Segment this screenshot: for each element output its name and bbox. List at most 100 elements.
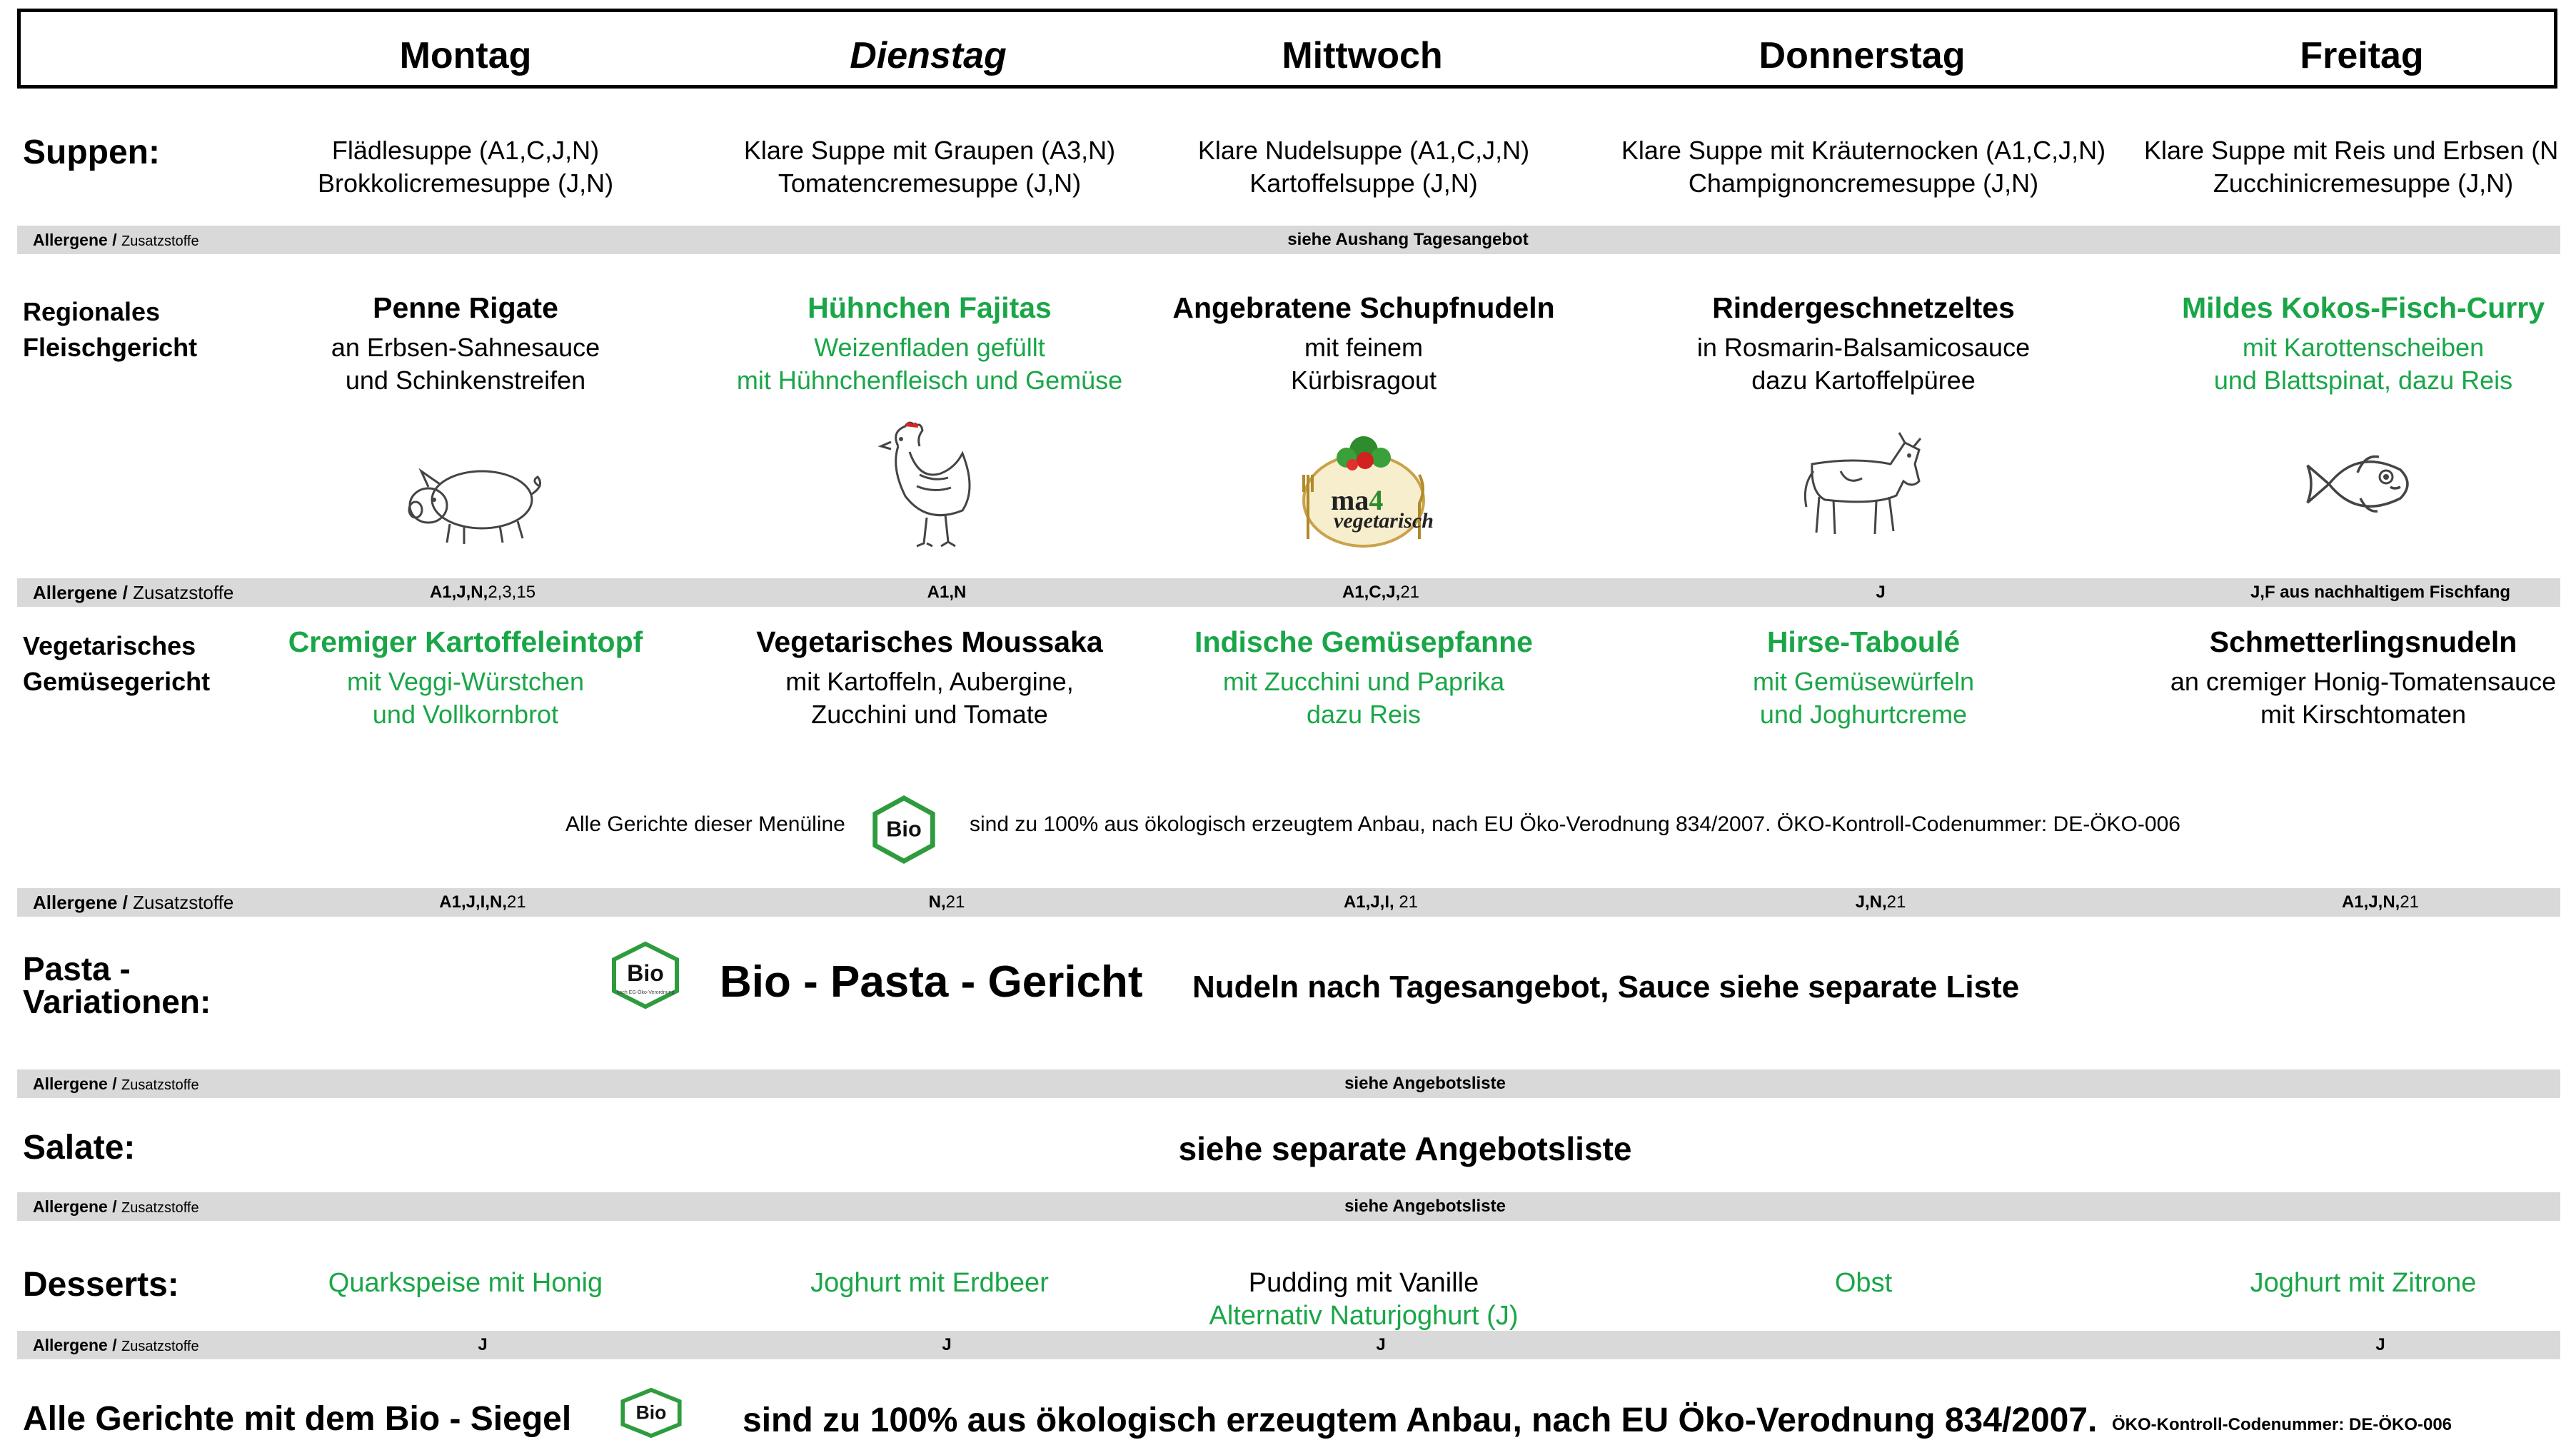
meal-line-1: in Rosmarin-Balsamicosauce [1696,333,2031,362]
meal-line-1: an Erbsen-Sahnesauce [331,333,600,362]
allergen-cell-wednesday: A1,J,I, 21 [1343,892,1419,912]
cow-icon [1803,432,1922,535]
meal-line-2: und Blattspinat, dazu Reis [2213,366,2513,395]
allergen-cell-monday: A1,J,N,2,3,15 [429,583,536,602]
meal-line-2: und Joghurtcreme [1759,700,1968,729]
chicken-icon [877,421,971,548]
vegetarian-logo-digit: 4 [1369,484,1384,516]
dessert-line-2: Alternativ Naturjoghurt (J) [1209,1301,1519,1331]
section-label-meat: Regionales Fleischgericht [23,297,198,362]
meal-line-2: Kürbisragout [1290,366,1437,395]
allergen-bar-label: Allergene / Zusatzstoffe [33,1197,199,1216]
dessert-thursday: Obst [1834,1268,1893,1298]
soup-line-2: Tomatencremesuppe (J,N) [778,168,1082,198]
meal-title: Penne Rigate [373,291,558,324]
meal-title: Schmetterlingsnudeln [2209,625,2517,658]
meal-line-1: mit Gemüsewürfeln [1752,667,1975,696]
bio-seal-text: Bio [627,960,664,986]
bio-seal-text: Bio [636,1402,667,1424]
bio-seal-icon: Bio [620,1388,682,1438]
meal-line-2: dazu Reis [1306,700,1422,729]
meal-line-1: mit Zucchini und Paprika [1222,667,1505,696]
allergen-bar-label: Allergene / Zusatzstoffe [33,582,234,603]
section-label-pasta: Pasta - Variationen: [23,950,211,1020]
meal-line-1: mit Veggi-Würstchen [346,667,585,696]
allergen-bar-pasta: Allergene / Zusatzstoffe siehe Angebotsl… [17,1069,2560,1098]
allergen-bar-desserts: Allergene / Zusatzstoffe J J J J [17,1331,2560,1359]
soup-line-2: Brokkolicremesuppe (J,N) [317,168,614,198]
soup-line-2: Kartoffelsuppe (J,N) [1249,168,1478,198]
pasta-subtitle: Nudeln nach Tagesangebot, Sauce siehe se… [1192,970,2020,1005]
meal-line-1: Weizenfladen gefüllt [814,333,1045,362]
section-label-soups: Suppen: [23,134,160,171]
vegetarian-logo-top: ma [1331,484,1369,516]
bio-seal-subtext: nach EG-Öko-Verordnung [617,990,675,995]
allergen-bar-soups: Allergene / Zusatzstoffe siehe Aushang T… [17,226,2560,254]
fish-icon [2306,455,2409,513]
vegetarian-logo-bottom: vegetarisch [1334,509,1434,533]
allergen-note: siehe Angebotsliste [1344,1074,1506,1093]
soup-line-1: Klare Suppe mit Kräuternocken (A1,C,J,N) [1621,136,2106,165]
allergen-bar-label: Allergene / Zusatzstoffe [33,1074,199,1093]
allergen-cell-friday: A1,J,N,21 [2341,892,2420,912]
allergen-bar-vegetarian: Allergene / Zusatzstoffe A1,J,I,N,21 N,2… [17,888,2560,917]
soup-line-1: Flädlesuppe (A1,C,J,N) [331,136,600,165]
meal-line-2: und Schinkenstreifen [345,366,586,395]
day-monday: Montag [399,35,532,76]
soup-line-2: Champignoncremesuppe (J,N) [1688,168,2039,198]
salads-text: siehe separate Angebotsliste [1178,1130,1632,1167]
vegetarian-logo-icon: ma4 vegetarisch [1294,432,1434,550]
bio-note-left: Alle Gerichte dieser Menüline [565,812,845,836]
meal-line-2: Zucchini und Tomate [811,700,1048,729]
allergen-cell-friday: J,F aus nachhaltigem Fischfang [2250,583,2511,602]
meal-title: Vegetarisches Moussaka [756,625,1103,658]
allergen-cell-thursday: J,N,21 [1855,892,1906,912]
footer-middle: sind zu 100% aus ökologisch erzeugtem An… [743,1401,2098,1439]
bio-seal-icon: Bio nach EG-Öko-Verordnung [612,941,679,1009]
pasta-title: Bio - Pasta - Gericht [720,957,1143,1007]
dessert-monday: Quarkspeise mit Honig [328,1268,603,1298]
allergen-bar-label: Allergene / Zusatzstoffe [33,231,199,249]
bio-seal-icon: Bio [872,795,935,864]
allergen-cell-wednesday: J [1376,1335,1386,1354]
meal-title: Rindergeschnetzeltes [1712,291,2015,324]
day-friday: Freitag [2300,35,2424,76]
meal-line-2: dazu Kartoffelpüree [1751,366,1976,395]
allergen-bar-meat: Allergene / Zusatzstoffe A1,J,N,2,3,15 A… [17,578,2560,607]
dessert-line-1: Pudding mit Vanille [1248,1268,1479,1298]
allergen-note: siehe Angebotsliste [1344,1197,1506,1216]
meal-title: Hirse-Taboulé [1766,625,1961,658]
allergen-cell-tuesday: A1,N [927,583,967,602]
meal-line-1: mit Kartoffeln, Aubergine, [785,667,1074,696]
soup-line-1: Klare Suppe mit Reis und Erbsen (N [2144,136,2559,165]
allergen-bar-label: Allergene / Zusatzstoffe [33,892,234,913]
section-label-desserts: Desserts: [23,1266,179,1304]
section-label-salads: Salate: [23,1129,136,1167]
soup-line-2: Zucchinicremesuppe (J,N) [2213,168,2514,198]
bio-note-right: sind zu 100% aus ökologisch erzeugtem An… [970,812,2180,836]
meal-line-2: und Vollkornbrot [372,700,559,729]
bio-seal-text: Bio [886,817,921,842]
day-wednesday: Mittwoch [1282,35,1443,76]
day-tuesday: Dienstag [850,35,1007,76]
allergen-cell-wednesday: A1,C,J,21 [1342,583,1420,602]
meal-title: Indische Gemüsepfanne [1194,625,1533,658]
meal-line-2: mit Hühnchenfleisch und Gemüse [736,366,1123,395]
meal-line-1: mit feinem [1304,333,1424,362]
soup-line-1: Klare Suppe mit Graupen (A3,N) [743,136,1116,165]
pig-icon [408,468,542,544]
allergen-cell-friday: J [2375,1335,2385,1354]
meal-title: Angebratene Schupfnudeln [1172,291,1555,324]
weekday-header [17,9,2557,89]
soup-line-1: Klare Nudelsuppe (A1,C,J,N) [1197,136,1530,165]
allergen-cell-tuesday: J [942,1335,952,1354]
allergen-cell-thursday: J [1876,583,1886,602]
meal-title: Cremiger Kartoffeleintopf [288,625,643,658]
footer-code: ÖKO-Kontroll-Codenummer: DE-ÖKO-006 [2112,1415,2452,1434]
meal-line-1: an cremiger Honig-Tomatensauce [2170,667,2557,696]
allergen-cell-monday: J [478,1335,488,1354]
meal-title: Mildes Kokos-Fisch-Curry [2181,291,2545,324]
dessert-tuesday: Joghurt mit Erdbeer [810,1268,1049,1298]
footer-left: Alle Gerichte mit dem Bio - Siegel [23,1400,572,1438]
allergen-note: siehe Aushang Tagesangebot [1287,230,1529,249]
